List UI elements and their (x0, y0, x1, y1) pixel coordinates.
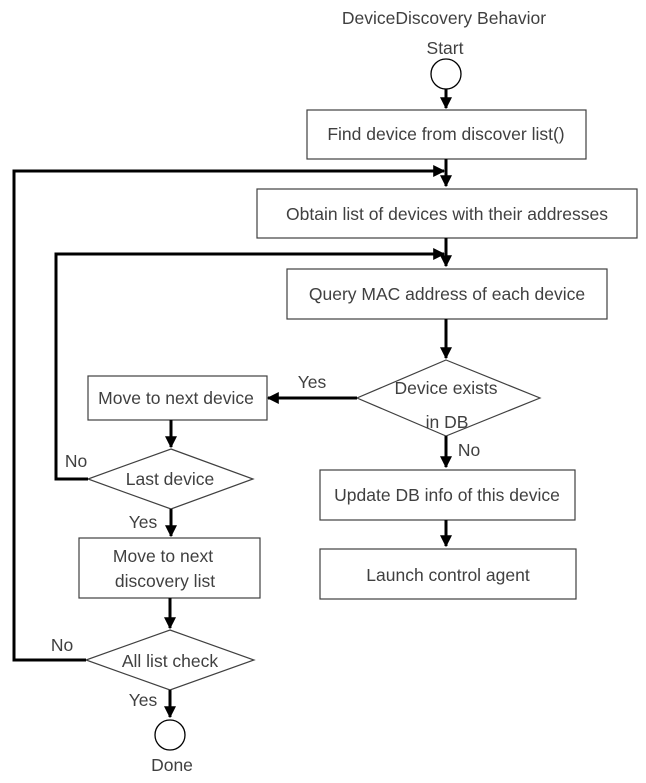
step-query-mac (286, 268, 608, 320)
step-move-next-device-label: Move to next device (98, 388, 254, 408)
step-obtain-list (256, 188, 638, 239)
step-move-next-list-line1: Move to next (113, 546, 213, 566)
edge-last-yes-label: Yes (129, 512, 158, 532)
step-update-db-label: Update DB info of this device (334, 485, 560, 505)
edge-last-no-label: No (65, 451, 87, 471)
start-node (430, 58, 462, 90)
step-launch-agent (319, 548, 577, 600)
decision-last-device-label: Last device (126, 469, 215, 489)
step-update-db (319, 469, 576, 521)
decision-all-list-check-label: All list check (122, 651, 219, 671)
diagram-title: DeviceDiscovery Behavior (342, 8, 546, 28)
done-node (154, 719, 186, 751)
edge-exists-yes-label: Yes (298, 372, 327, 392)
loop-all-no (12, 165, 446, 662)
start-label: Start (427, 38, 464, 58)
edge-exists-no-label: No (458, 440, 480, 460)
step-move-next-list (78, 537, 261, 599)
step-move-next-list-line2: discovery list (115, 571, 215, 591)
edge-all-no-label: No (51, 635, 73, 655)
step-launch-agent-label: Launch control agent (366, 565, 530, 585)
step-move-next-device (87, 375, 268, 421)
step-obtain-list-label: Obtain list of devices with their addres… (286, 204, 608, 224)
edge-all-yes-label: Yes (129, 690, 158, 710)
loop-last-no (54, 248, 446, 481)
decision-device-exists-line1: Device exists (394, 378, 497, 398)
decision-device-exists-line2: in DB (426, 412, 469, 432)
step-query-mac-label: Query MAC address of each device (309, 284, 585, 304)
done-label: Done (151, 755, 193, 775)
step-find-device-label: Find device from discover list() (327, 124, 564, 144)
